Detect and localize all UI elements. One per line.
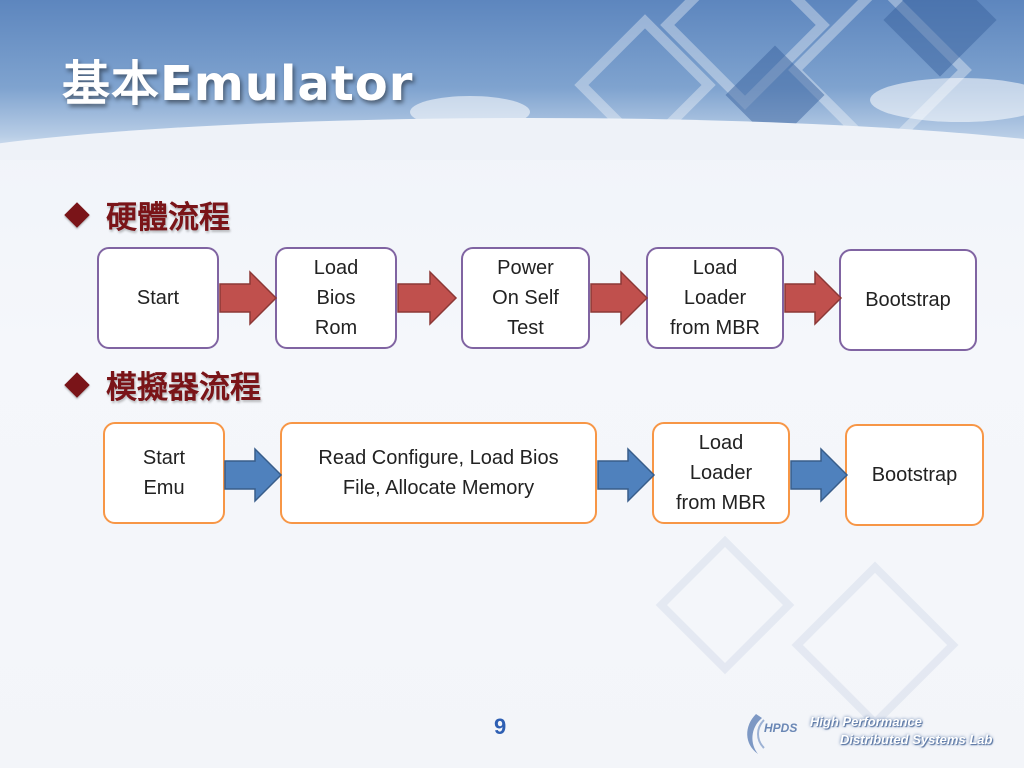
logo-line-1: High Performance <box>810 714 922 729</box>
flow-arrow-right <box>224 447 283 503</box>
slide-title: 基本Emulator <box>62 56 414 112</box>
logo-line-2: Distributed Systems Lab <box>840 732 993 747</box>
flow-box-start: Start <box>97 247 219 349</box>
diamond-bullet-icon <box>64 371 90 398</box>
flow-box-start-emu: Start Emu <box>103 422 225 524</box>
flow-arrow-right <box>590 270 649 326</box>
flow-box-load-loader-from-mbr: Load Loader from MBR <box>652 422 790 524</box>
flow-box-bootstrap: Bootstrap <box>845 424 984 526</box>
header-decoration <box>410 0 1024 160</box>
flow-box-load-loader-from-mbr: Load Loader from MBR <box>646 247 784 349</box>
flow-arrow-right <box>597 447 656 503</box>
flow-box-read-configure: Read Configure, Load Bios File, Allocate… <box>280 422 597 524</box>
hpds-logo-icon <box>747 714 765 754</box>
section-title: 硬體流程 <box>106 200 230 236</box>
page-number: 9 <box>494 714 507 739</box>
lab-logo: HPDS High Performance Distributed System… <box>738 706 1018 762</box>
flow-box-bootstrap: Bootstrap <box>839 249 977 351</box>
flow-arrow-right <box>784 270 843 326</box>
flow-arrow-right <box>397 270 458 326</box>
diamond-bullet-icon <box>64 201 90 228</box>
logo-abbreviation: HPDS <box>764 721 798 735</box>
flow-arrow-right <box>219 270 278 326</box>
section-hardware-flow: 硬體流程 <box>62 192 230 237</box>
flow-box-power-on-self-test: Power On Self Test <box>461 247 590 349</box>
section-title: 模擬器流程 <box>106 370 261 406</box>
flow-box-load-bios-rom: Load Bios Rom <box>275 247 397 349</box>
section-emulator-flow: 模擬器流程 <box>62 362 261 407</box>
slide-header: 基本Emulator <box>0 0 1024 160</box>
flow-arrow-right <box>790 447 849 503</box>
background-decoration <box>655 535 959 720</box>
